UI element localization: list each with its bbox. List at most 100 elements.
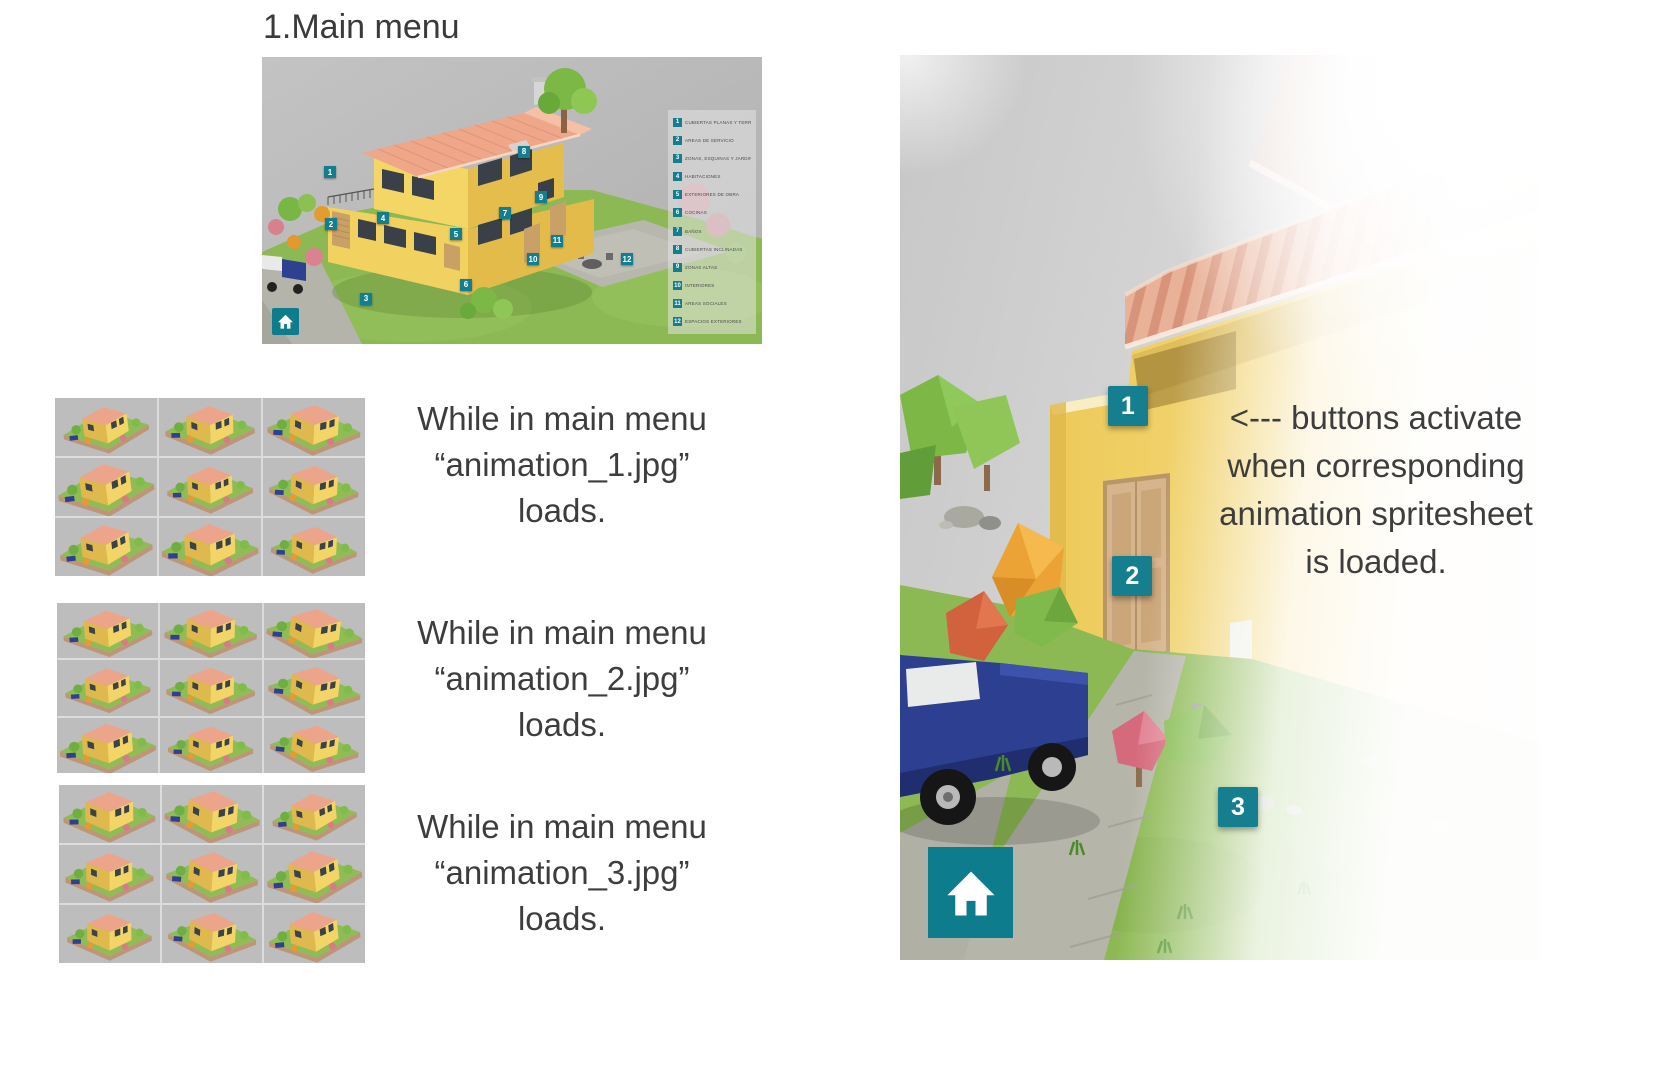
sprite-frame	[159, 398, 261, 456]
area-button[interactable]: 1	[1107, 386, 1148, 427]
house	[327, 77, 594, 295]
sprite-frame-art	[59, 785, 160, 843]
sprite-frame	[160, 603, 262, 659]
sprite-frame	[55, 398, 157, 456]
sprite-frame-art	[161, 905, 263, 963]
sprite-frame-art	[59, 845, 160, 903]
hotspot-button[interactable]: 8	[518, 145, 530, 158]
sprite-frame	[57, 603, 159, 659]
sprite-frame-art	[161, 785, 263, 843]
sprite-frame	[264, 845, 365, 903]
spritesheet-caption-3: While in main menu “animation_3.jpg” loa…	[417, 808, 707, 938]
sprite-frame	[264, 785, 365, 843]
hotspot-button[interactable]: 2	[325, 218, 337, 231]
menu-item-label: COCINAS	[685, 210, 707, 216]
sprite-frame	[57, 660, 159, 716]
menu-item-label: ZONAS, ESQUINAS Y JARDIN	[685, 155, 751, 161]
hotspot-button[interactable]: 6	[460, 278, 472, 291]
sprite-frame	[161, 845, 263, 903]
sprite-frame	[161, 905, 263, 963]
menu-item-label: HABITACIONES	[685, 174, 721, 180]
sprite-frame-art	[159, 518, 261, 576]
menu-item-label: AREAS DE SERVICIO	[685, 137, 734, 143]
sprite-frame-art	[264, 785, 365, 843]
sprite-frame-art	[57, 717, 159, 773]
hotspot-button[interactable]: 10	[527, 253, 539, 266]
detail-buttons: 1 2 3	[900, 55, 1540, 960]
home-button-large[interactable]	[928, 847, 1013, 938]
sprite-frame-art	[55, 458, 157, 516]
sprite-frame-art	[263, 458, 365, 516]
hotspot-button[interactable]: 4	[377, 212, 389, 224]
menu-item-number: 10	[673, 281, 682, 291]
sprite-frame-art	[55, 398, 157, 456]
sprite-frame-art	[160, 717, 262, 773]
sprite-frame	[59, 905, 160, 963]
annotation-text: <--- buttons activate when corresponding…	[1219, 399, 1533, 580]
menu-item-number: 3	[673, 153, 682, 163]
sprite-frame-art	[264, 905, 365, 963]
menu-item-label: CUBIERTAS PLANAS Y TERRAZAS	[685, 119, 751, 125]
area-button[interactable]: 2	[1112, 556, 1153, 597]
sprite-frame	[263, 717, 365, 773]
sprite-frame-art	[263, 660, 365, 716]
menu-item-number: 2	[673, 135, 682, 145]
sprite-frame	[263, 398, 365, 456]
menu-item-label: ESPACIOS EXTERIORES	[685, 319, 742, 325]
sprite-frame	[55, 518, 157, 576]
sprite-frame-art	[263, 398, 365, 456]
hotspot-button[interactable]: 1	[324, 166, 336, 179]
hotspot-button[interactable]: 7	[499, 207, 511, 220]
spritesheet-caption-1: While in main menu “animation_1.jpg” loa…	[417, 400, 707, 530]
sprite-frame-art	[57, 660, 159, 716]
home-icon	[278, 314, 293, 329]
sprite-frame-art	[160, 660, 262, 716]
sprite-frame-art	[263, 603, 365, 659]
hotspot-button[interactable]: 12	[621, 253, 633, 266]
spritesheet-animation-3	[59, 785, 365, 963]
menu-item-number: 6	[673, 208, 682, 218]
sprite-frame-art	[160, 603, 262, 659]
spritesheet-animation-2	[57, 603, 365, 773]
spritesheet-caption-2: While in main menu “animation_2.jpg” loa…	[417, 614, 707, 744]
hotspot-button[interactable]: 11	[551, 234, 563, 247]
hotspot-button[interactable]: 5	[450, 228, 462, 241]
sprite-frame-art	[159, 398, 261, 456]
sprite-frame-art	[263, 518, 365, 576]
sprite-frame	[159, 518, 261, 576]
menu-item-label: EXTERIORES DE OBRA	[685, 192, 740, 198]
sprite-frame-art	[263, 717, 365, 773]
area-button[interactable]: 3	[1217, 787, 1258, 828]
menu-item-number: 5	[673, 190, 682, 200]
menu-item-number: 11	[673, 299, 682, 309]
hotspot-button[interactable]: 3	[360, 292, 372, 305]
sprite-frame-art	[159, 458, 261, 516]
sprite-frame-art	[57, 603, 159, 659]
sprite-frame	[263, 458, 365, 516]
menu-item-number: 9	[673, 262, 682, 272]
sprite-frame-art	[161, 845, 263, 903]
sprite-frame-art	[264, 845, 365, 903]
home-button[interactable]	[272, 308, 299, 335]
hotspot-button[interactable]: 9	[535, 191, 547, 204]
sprite-frame-art	[59, 905, 160, 963]
menu-item-label: AREAS SOCIALES	[685, 301, 727, 307]
sprite-frame	[263, 518, 365, 576]
menu-item-label: ZONAS ALTAS	[685, 264, 718, 270]
page-title: 1.Main menu	[263, 8, 460, 46]
sprite-frame	[263, 660, 365, 716]
